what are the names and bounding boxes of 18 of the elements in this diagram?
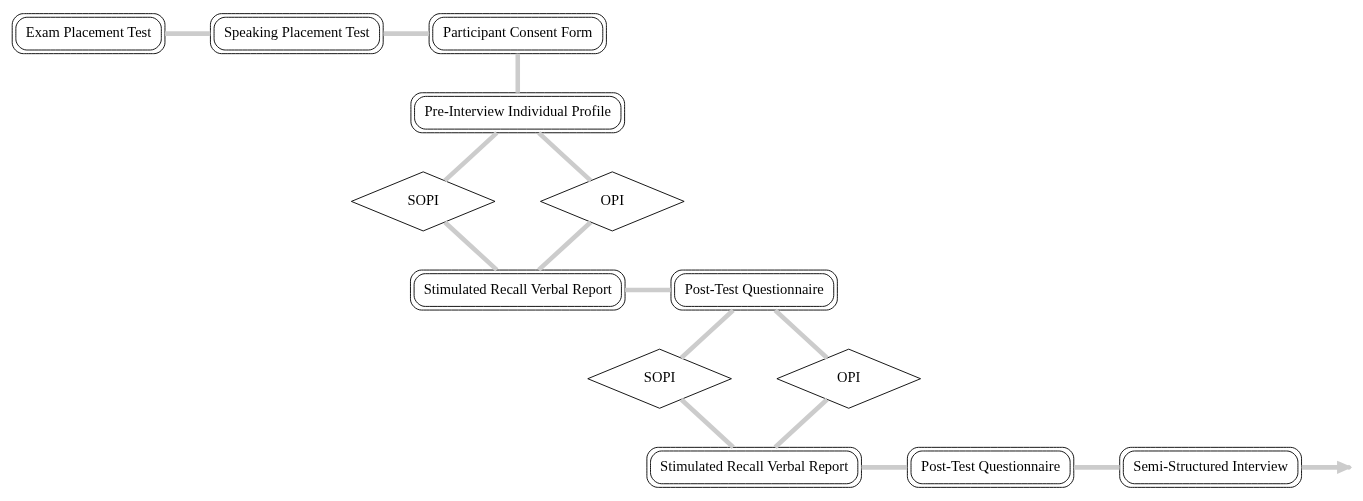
connector (537, 220, 593, 272)
node-diamond: OPI (540, 171, 685, 232)
connector (625, 287, 671, 293)
connector (679, 397, 735, 449)
node-diamond: SOPI (587, 348, 732, 409)
connector (1073, 465, 1120, 470)
connector (773, 308, 829, 360)
connector (679, 308, 735, 360)
node-diamond: OPI (776, 348, 921, 409)
connector (383, 31, 429, 36)
connector (165, 31, 211, 36)
connector (537, 131, 593, 183)
connector (443, 131, 499, 183)
connector (515, 53, 521, 93)
connector (443, 220, 499, 272)
connector (773, 397, 829, 449)
connector (861, 465, 908, 470)
node-diamond: SOPI (350, 171, 496, 232)
